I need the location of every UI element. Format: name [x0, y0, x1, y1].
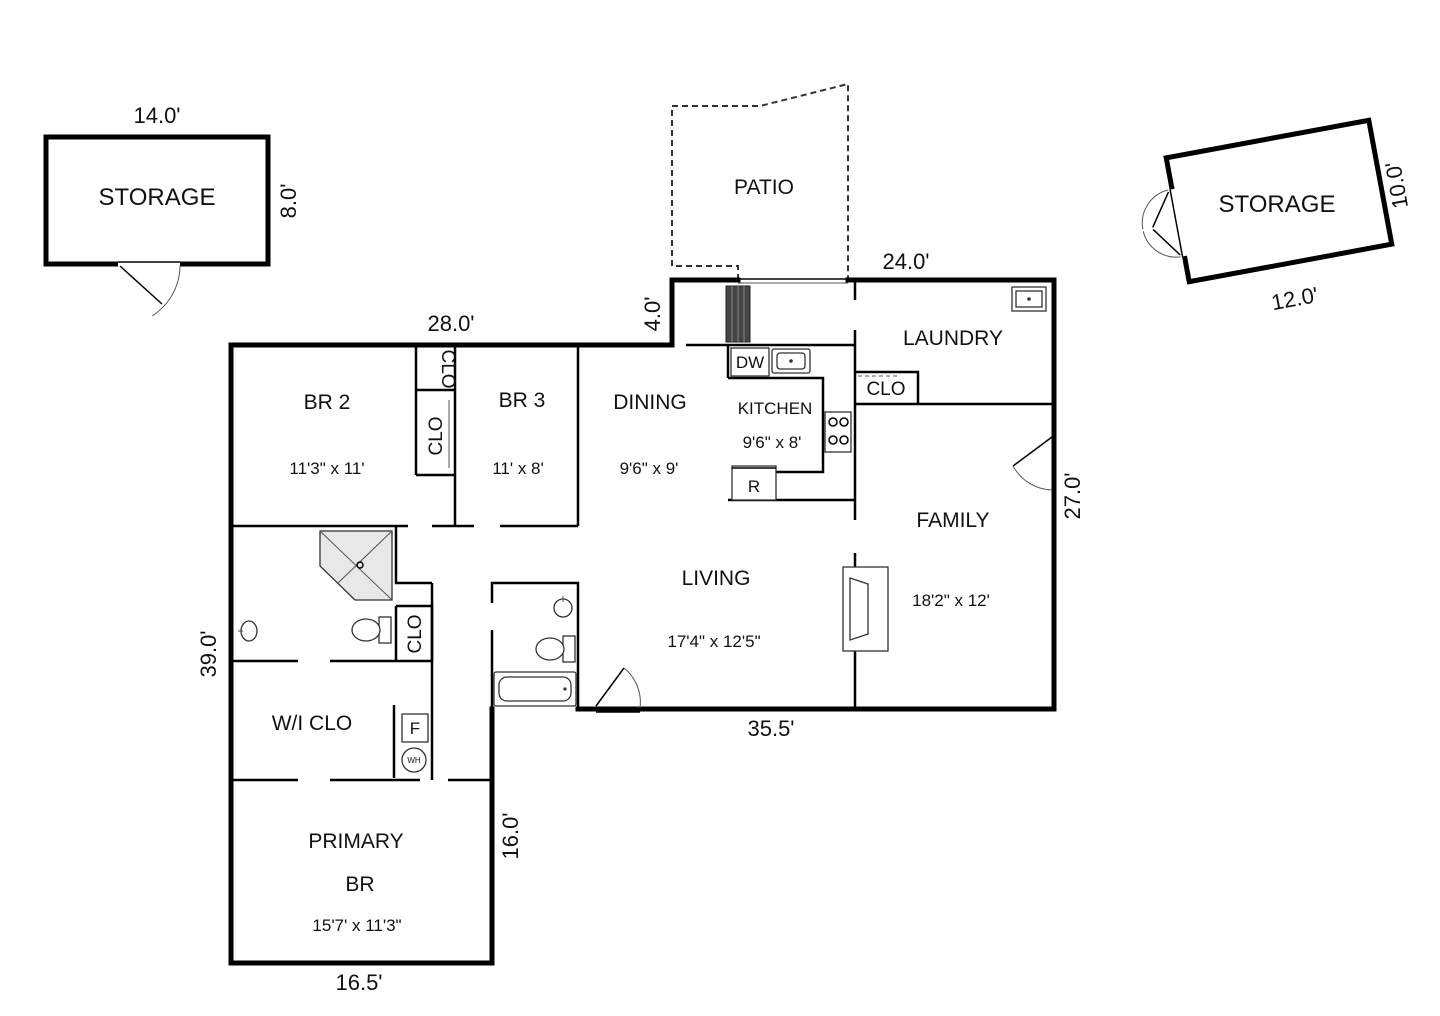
- living-size: 17'4" x 12'5": [667, 632, 760, 651]
- storage-right-width-dimension: 12.0': [1269, 282, 1320, 315]
- dimension-top-house: 28.0': [427, 311, 474, 336]
- patio-label: PATIO: [734, 176, 794, 199]
- dimension-labels: 28.0' 4.0' 24.0' 27.0' 35.5' 39.0' 16.0'…: [196, 249, 1085, 995]
- water-heater: WH: [401, 747, 427, 773]
- dimension-top-right: 24.0': [882, 249, 929, 274]
- closet-br2-top-label: CLO: [437, 349, 458, 388]
- patio-outline: [671, 82, 849, 280]
- br2-label: BR 2: [304, 391, 351, 414]
- storage-right: STORAGE 12.0' 10.0': [1141, 117, 1413, 315]
- storage-left-label: STORAGE: [99, 184, 216, 211]
- storage-right-door-swing-top: [1141, 189, 1169, 230]
- kitchen-size: 9'6" x 8': [743, 433, 802, 452]
- kitchen-counter: [728, 376, 825, 474]
- br3-size: 11' x 8': [492, 459, 544, 478]
- dining-size: 9'6" x 9': [620, 459, 679, 478]
- refrigerator-box: [731, 465, 777, 501]
- refrigerator: R: [731, 465, 777, 501]
- refrigerator-label: R: [748, 477, 760, 496]
- water-heater-label: WH: [407, 756, 421, 765]
- bath2-sink-icon: [553, 596, 573, 618]
- shower-enclosure: [394, 526, 432, 585]
- family-label: FAMILY: [916, 509, 989, 532]
- family-door-leaf: [1012, 436, 1053, 467]
- entry-door-swing: [623, 667, 641, 709]
- storage-left-width-dimension: 14.0': [133, 103, 180, 128]
- primary-size: 15'7' x 11'3": [312, 916, 401, 935]
- wi-clo-label: W/I CLO: [272, 712, 353, 735]
- room-labels: BR 2 11'3" x 11' BR 3 11' x 8' DINING 9'…: [272, 327, 1003, 935]
- living-label: LIVING: [682, 567, 751, 590]
- storage-right-label: STORAGE: [1219, 191, 1336, 218]
- kitchen-sink-icon: [771, 348, 811, 374]
- dimension-bottom-left: 16.5': [335, 970, 382, 995]
- water-heater-tank: [401, 747, 427, 773]
- stairs: [725, 285, 751, 343]
- storage-right-door-swing-bottom: [1142, 231, 1181, 258]
- bath2-toilet-icon: [535, 635, 576, 663]
- house-exterior: [228, 277, 1057, 966]
- dimension-right-side: 27.0': [1060, 472, 1085, 519]
- family-size: 18'2" x 12': [912, 591, 990, 610]
- closet-br2-side-label: CLO: [426, 416, 447, 455]
- storage-left-door-swing: [151, 265, 181, 317]
- doors: [595, 436, 1055, 713]
- dimension-primary-side: 16.0': [498, 812, 523, 859]
- dishwasher-box: [730, 347, 770, 377]
- entry-door-leaf: [595, 667, 625, 707]
- laundry-sink-icon: [1011, 286, 1047, 312]
- br3-label: BR 3: [499, 389, 546, 412]
- storage-left-door-leaf: [119, 265, 163, 305]
- interior-walls: [231, 280, 1054, 782]
- wall-bath2: [490, 581, 580, 709]
- closet-bath-label: CLO: [405, 614, 426, 653]
- stove-icon: [824, 411, 852, 453]
- dimension-step: 4.0': [640, 297, 665, 332]
- storage-right-door-leaf-bottom: [1152, 228, 1181, 256]
- dining-label: DINING: [613, 391, 687, 414]
- exterior-wall-east: [845, 277, 1057, 712]
- bathtub-icon: [493, 671, 577, 707]
- laundry-closet: [855, 370, 920, 404]
- br2-size: 11'3" x 11': [289, 459, 364, 478]
- furnace: F: [401, 713, 429, 743]
- storage-right-door-gap: [1168, 188, 1188, 257]
- laundry-label: LAUNDRY: [903, 327, 1003, 350]
- furnace-box: [401, 713, 429, 743]
- primary-label-line2: BR: [345, 873, 374, 896]
- fireplace-icon: [842, 566, 889, 652]
- kitchen-label: KITCHEN: [738, 399, 813, 418]
- dimension-left-side: 39.0': [196, 630, 221, 677]
- furnace-label: F: [410, 719, 420, 738]
- bath1-sink-icon: [238, 620, 258, 642]
- dishwasher-label: DW: [736, 353, 764, 372]
- storage-right-door-sill: [1169, 189, 1184, 257]
- dimension-bottom-mid: 35.5': [747, 716, 794, 741]
- exterior-wall-west: [228, 293, 675, 966]
- dishwasher: DW: [730, 347, 770, 377]
- shower-icon: [319, 530, 393, 601]
- family-door-swing: [1012, 465, 1053, 491]
- closet-laundry-label: CLO: [866, 379, 905, 400]
- storage-left: STORAGE 14.0' 8.0': [43, 103, 301, 317]
- storage-right-door-leaf-top: [1152, 191, 1170, 228]
- primary-label-line1: PRIMARY: [308, 830, 403, 853]
- bath1-toilet-icon: [351, 616, 392, 644]
- bath-closet: [396, 604, 434, 661]
- patio: PATIO: [671, 82, 849, 280]
- storage-left-depth-dimension: 8.0': [276, 184, 301, 219]
- fixtures: DW R: [238, 285, 1047, 773]
